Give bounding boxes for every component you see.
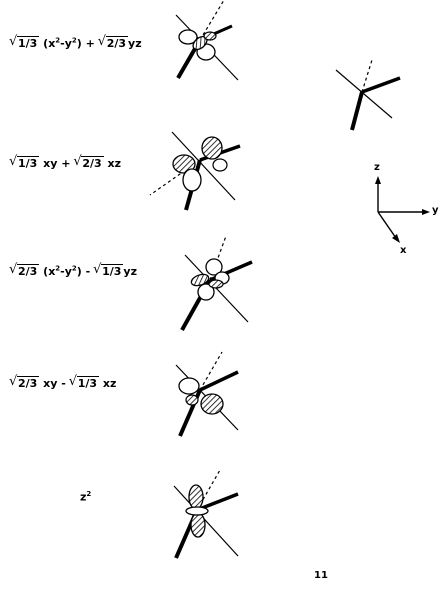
lobe	[205, 258, 223, 276]
lobe-hatched	[185, 394, 199, 406]
x-axis-label: x	[400, 245, 407, 256]
y-axis-label: y	[432, 205, 439, 216]
axis-key	[375, 176, 430, 243]
orbital-label-2: 1/3 xy + 2/3 xz	[9, 154, 121, 170]
orbital-label-5: z2	[80, 490, 92, 504]
lobe	[178, 377, 200, 395]
y-arrow	[422, 209, 430, 215]
lobe-hatched	[190, 273, 210, 287]
reference-axes	[335, 59, 401, 131]
lobe	[178, 29, 198, 45]
orbital-diagram-3	[180, 235, 253, 331]
lobe	[197, 283, 215, 301]
z-arrow	[375, 176, 381, 184]
lobe-hatched	[203, 31, 217, 41]
z-axis-label: z	[374, 162, 380, 173]
orbital-label-4: 2/3 xy - 1/3 xz	[9, 374, 116, 390]
orbital-label-1: 1/3 (x2-y2) + 2/3yz	[9, 34, 142, 50]
lobe	[212, 158, 228, 172]
axis-dashed	[199, 0, 225, 41]
lobe-hatched	[188, 484, 204, 510]
orbital-label-3: 2/3 (x2-y2) - 1/3yz	[9, 262, 137, 278]
orbital-diagram-2	[149, 131, 241, 211]
orbital-diagram-1	[175, 0, 239, 81]
orbital-diagram-4	[175, 351, 239, 437]
x-axis-line	[377, 211, 397, 239]
orbital-diagram-5	[173, 469, 239, 559]
x-arrow	[392, 234, 400, 243]
torus	[185, 506, 209, 516]
lobe-hatched	[208, 279, 224, 289]
lobe-hatched	[201, 136, 223, 160]
lobe-hatched	[172, 154, 196, 174]
lobe-hatched	[200, 393, 224, 415]
page-number: 11	[314, 570, 328, 581]
lobe-hatched	[190, 512, 206, 538]
lobe	[182, 168, 202, 192]
